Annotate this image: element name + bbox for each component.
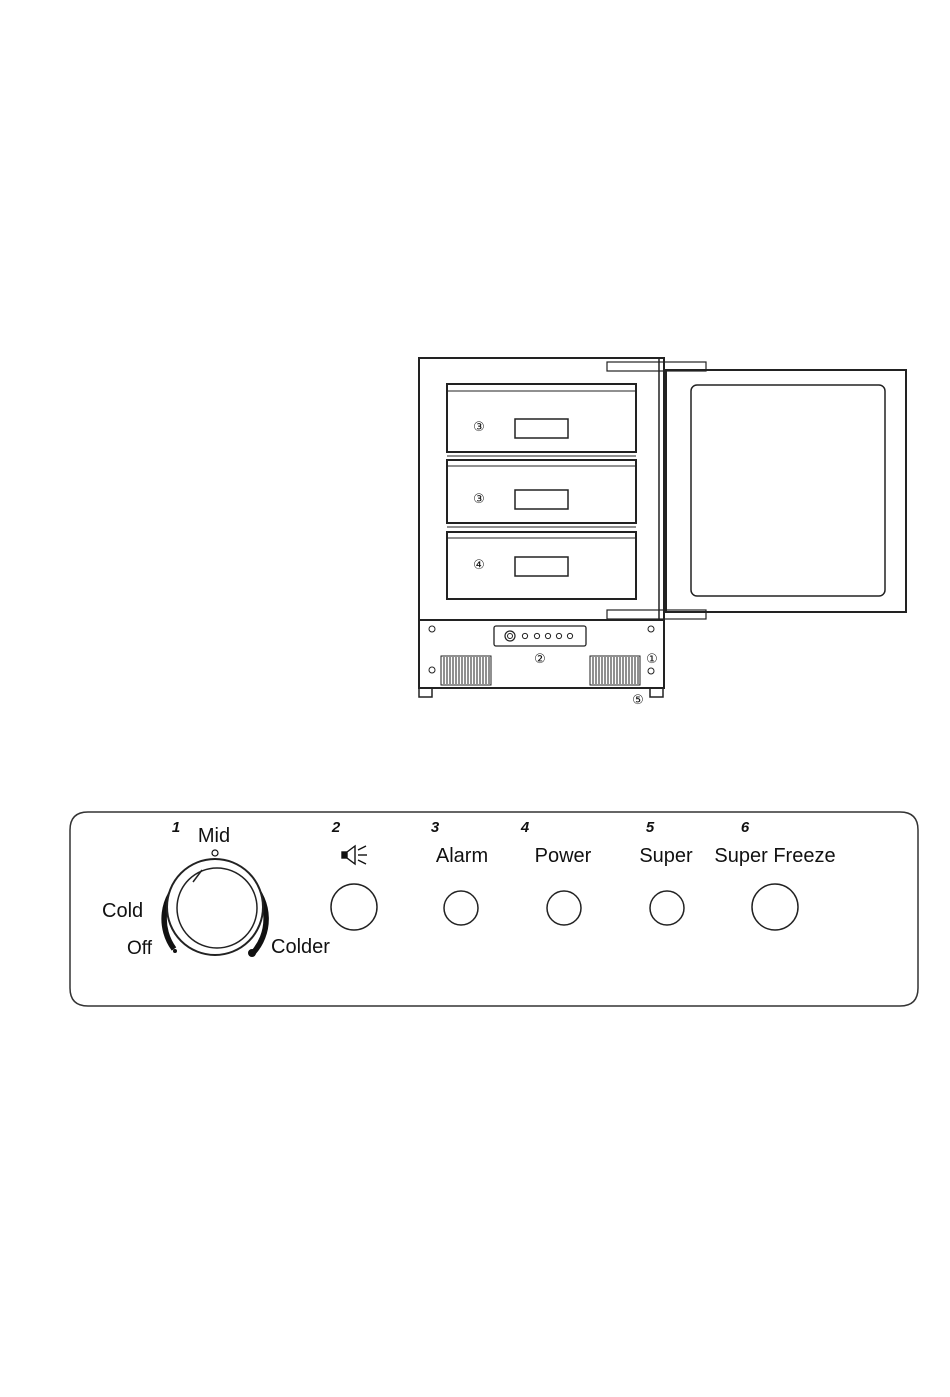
open-door bbox=[666, 370, 906, 612]
dial-mid-label: Mid bbox=[198, 825, 230, 847]
callout-grille: ① bbox=[646, 652, 658, 667]
drawer-handle bbox=[515, 490, 568, 509]
callout-foot: ⑤ bbox=[632, 693, 644, 708]
control-number-5: 5 bbox=[646, 819, 655, 836]
callout-control-panel: ② bbox=[534, 652, 546, 667]
dial-off-label: Off bbox=[127, 938, 153, 959]
callout-drawer-middle: ③ bbox=[473, 492, 485, 507]
alarm-button[interactable] bbox=[444, 891, 478, 925]
left-grille bbox=[441, 656, 491, 685]
super-button[interactable] bbox=[650, 891, 684, 925]
alarm-label: Alarm bbox=[436, 845, 488, 867]
buzzer-icon bbox=[342, 846, 367, 864]
right-foot bbox=[650, 688, 663, 697]
drawer-handle bbox=[515, 419, 568, 438]
dial-mid-marker bbox=[212, 850, 218, 856]
control-number-1: 1 bbox=[172, 819, 180, 836]
dial-off-marker bbox=[173, 949, 177, 953]
power-label: Power bbox=[535, 845, 592, 867]
right-grille bbox=[590, 656, 640, 685]
door-inner-panel bbox=[691, 385, 885, 596]
power-button[interactable] bbox=[547, 891, 581, 925]
dial-colder-marker bbox=[248, 949, 256, 957]
cabinet-body bbox=[419, 358, 664, 620]
callout-drawer-top: ③ bbox=[473, 420, 485, 435]
super-label: Super bbox=[639, 845, 693, 867]
temperature-dial[interactable] bbox=[164, 850, 266, 957]
control-number-3: 3 bbox=[431, 819, 440, 836]
dial-cold-label: Cold bbox=[102, 900, 143, 922]
drawer-handle bbox=[515, 557, 568, 576]
super-freeze-label: Super Freeze bbox=[714, 845, 835, 867]
control-number-6: 6 bbox=[741, 819, 750, 836]
callout-drawer-bottom: ④ bbox=[473, 558, 485, 573]
fridge-illustration bbox=[419, 358, 906, 697]
buzzer-button[interactable] bbox=[331, 884, 377, 930]
super-freeze-button[interactable] bbox=[752, 884, 798, 930]
control-number-4: 4 bbox=[520, 819, 530, 836]
dial-colder-label: Colder bbox=[271, 936, 330, 958]
control-number-2: 2 bbox=[331, 819, 341, 836]
left-foot bbox=[419, 688, 432, 697]
